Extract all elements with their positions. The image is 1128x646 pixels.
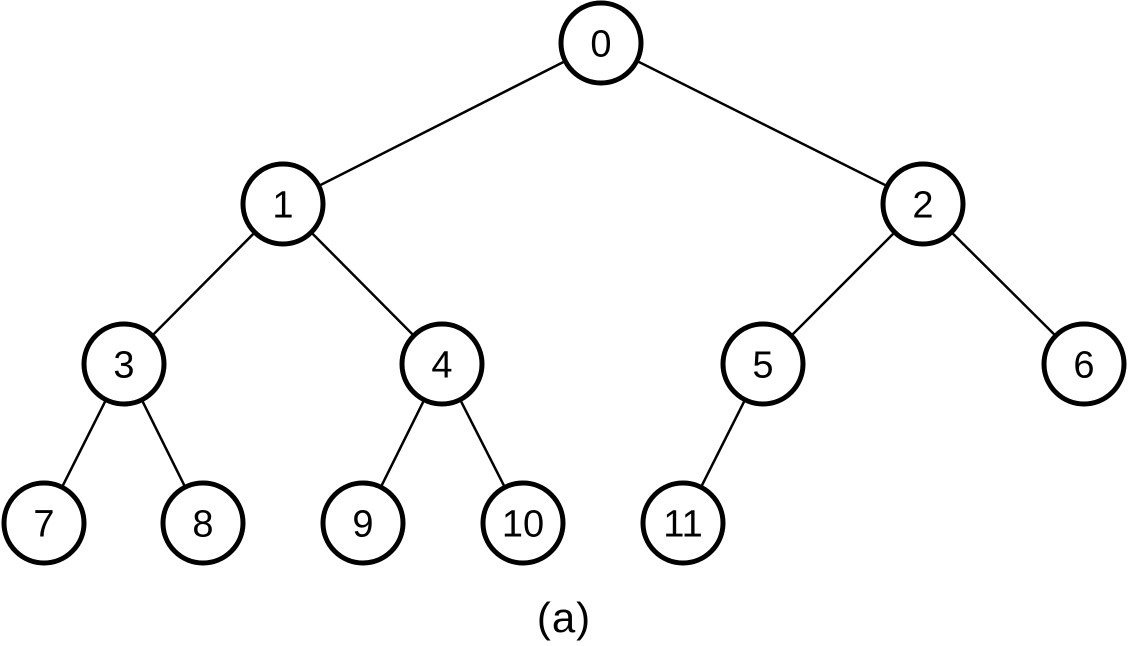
node-label: 3 xyxy=(113,344,134,386)
node-circle xyxy=(480,480,566,566)
node-label: 2 xyxy=(912,184,933,226)
node-label: 6 xyxy=(1073,344,1094,386)
tree-node-5: 5 xyxy=(720,321,806,407)
node-label: 5 xyxy=(752,344,773,386)
node-label: 11 xyxy=(663,503,702,545)
node-circle xyxy=(640,480,726,566)
node-label: 1 xyxy=(272,184,293,226)
node-circle xyxy=(399,321,485,407)
tree-node-2: 2 xyxy=(880,161,966,247)
figure-caption: (a) xyxy=(536,594,592,641)
tree-node-4: 4 xyxy=(399,321,485,407)
node-circle xyxy=(320,480,406,566)
tree-edge-0-1 xyxy=(282,41,602,206)
node-circle xyxy=(81,321,167,407)
node-label: 0 xyxy=(590,23,611,65)
node-circle xyxy=(1,480,87,566)
node-label: 8 xyxy=(192,503,213,545)
tree-node-9: 9 xyxy=(320,480,406,566)
node-circle xyxy=(160,480,246,566)
node-label: 7 xyxy=(33,503,54,545)
tree-node-6: 6 xyxy=(1041,321,1127,407)
node-label: 10 xyxy=(502,503,544,545)
node-circle xyxy=(1041,321,1127,407)
node-circle xyxy=(240,161,326,247)
tree-node-11: 11 xyxy=(640,480,726,566)
node-circle xyxy=(720,321,806,407)
tree-node-3: 3 xyxy=(81,321,167,407)
tree-edge-0-2 xyxy=(600,41,924,206)
node-label: 4 xyxy=(431,344,452,386)
tree-node-7: 7 xyxy=(1,480,87,566)
node-circle xyxy=(880,161,966,247)
tree-node-8: 8 xyxy=(160,480,246,566)
node-circle xyxy=(558,0,644,86)
tree-node-10: 10 xyxy=(480,480,566,566)
tree-node-0: 0 xyxy=(558,0,644,86)
tree-node-1: 1 xyxy=(240,161,326,247)
node-label: 9 xyxy=(352,503,373,545)
